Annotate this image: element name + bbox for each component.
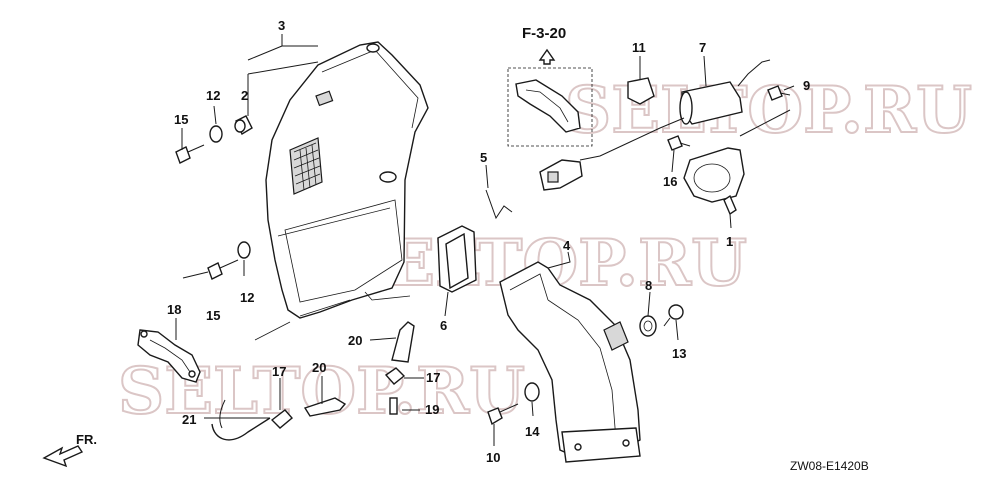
joint-17-right (384, 367, 406, 385)
callout-1: 1 (726, 234, 733, 249)
callout-20-right: 20 (348, 333, 362, 348)
callout-11: 11 (632, 40, 646, 55)
callout-16: 16 (663, 174, 677, 189)
callout-9: 9 (803, 78, 810, 93)
callout-7: 7 (699, 40, 706, 55)
washer-12-lower (237, 241, 251, 259)
front-label: FR. (76, 432, 97, 447)
inset-arrow-icon (538, 48, 556, 65)
inset-gasket-reference (507, 67, 593, 147)
washer-12-upper (209, 125, 223, 143)
callout-15-lower: 15 (206, 308, 220, 323)
callout-6: 6 (440, 318, 447, 333)
callout-21: 21 (182, 412, 196, 427)
canister-part-7 (579, 59, 771, 161)
clip-part-11 (627, 77, 655, 105)
callout-17-left: 17 (272, 364, 286, 379)
tube-20-upper (391, 321, 415, 363)
bolt-part-10 (487, 403, 519, 426)
bolt-15-lower (207, 259, 239, 280)
air-cleaner-cover (265, 41, 429, 319)
spring-part-5 (485, 189, 513, 220)
callout-3: 3 (278, 18, 285, 33)
intake-duct-part-4 (499, 261, 641, 463)
front-direction-arrow: FR. (42, 432, 97, 468)
leader-lines (175, 34, 795, 446)
gasket-part-18 (137, 329, 201, 383)
figure-reference: F-3-20 (522, 25, 566, 42)
hose-part-21-outline (219, 399, 226, 429)
bolt-part-16 (667, 135, 691, 151)
tube-19 (389, 397, 398, 415)
callout-12-upper: 12 (206, 88, 220, 103)
callout-13: 13 (672, 346, 686, 361)
bracket-part-1 (683, 147, 745, 216)
bolt-part-13 (663, 304, 684, 327)
callout-5: 5 (480, 150, 487, 165)
callout-8: 8 (645, 278, 652, 293)
tube-20-lower (303, 397, 347, 417)
callout-4: 4 (563, 238, 571, 253)
callout-19: 19 (425, 402, 439, 417)
grommet-part-8 (639, 315, 657, 337)
bolt-part-9 (767, 85, 791, 101)
callout-14: 14 (525, 424, 540, 439)
callout-18: 18 (167, 302, 181, 317)
cover-drain-link (254, 299, 351, 341)
drawing-code: ZW08-E1420B (790, 459, 869, 473)
callout-numbers: 1 2 3 4 5 6 7 8 9 10 11 12 12 13 14 15 1… (167, 18, 810, 465)
callout-12-lower: 12 (240, 290, 254, 305)
callout-10: 10 (486, 450, 500, 465)
hose-part-21 (211, 417, 271, 441)
washer-part-14 (524, 382, 540, 402)
gasket-part-6 (437, 225, 477, 293)
bolt-15-upper (175, 144, 205, 164)
connector-plug (539, 159, 583, 191)
joint-17-left (270, 409, 293, 429)
collar-part-2 (234, 115, 253, 136)
callout-20-left: 20 (312, 360, 326, 375)
callout-15-upper: 15 (174, 112, 188, 127)
callout-2: 2 (241, 88, 248, 103)
watermark-text: SELTOP.RU (565, 73, 972, 148)
callout-17-right: 17 (426, 370, 440, 385)
